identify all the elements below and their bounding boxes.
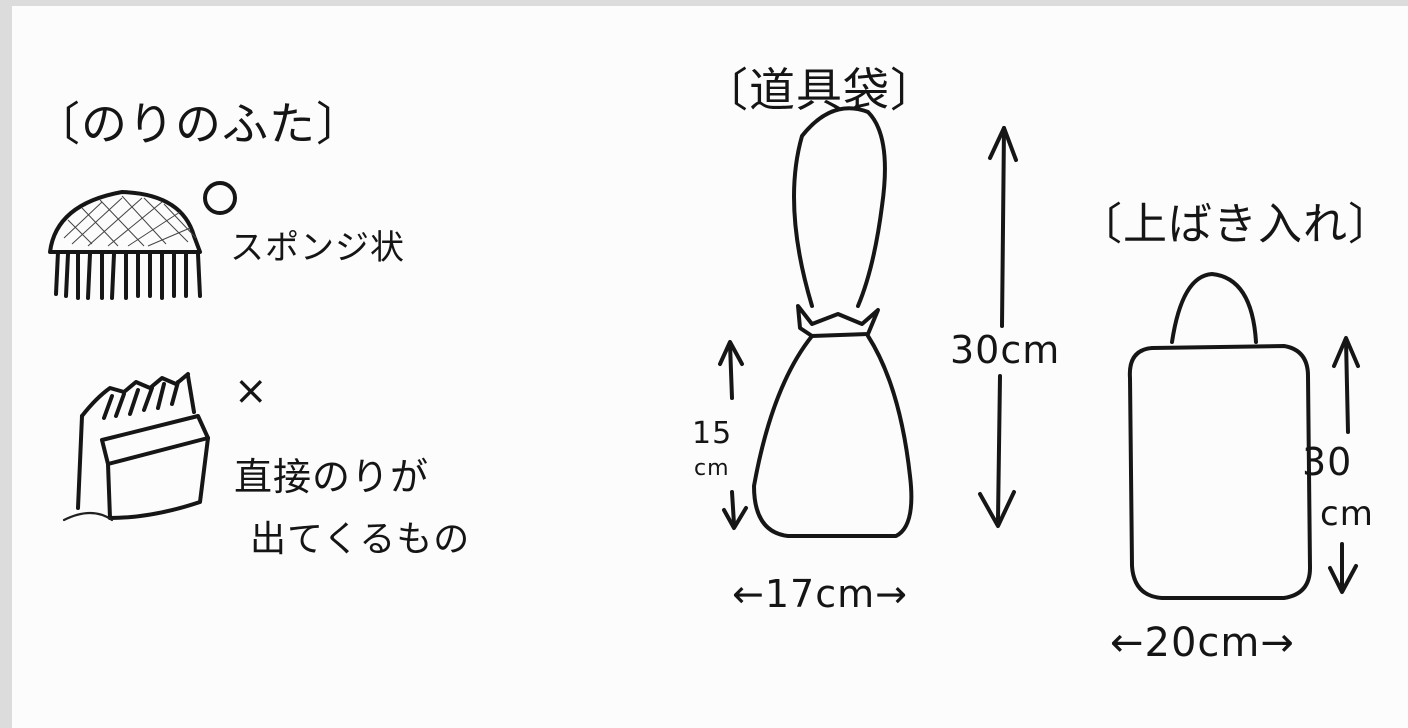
shoe-bag-heading: 〔上ばき入れ〕 — [1078, 199, 1393, 250]
good-mark: ○ — [202, 164, 204, 165]
good-label: スポンジ状 — [230, 228, 405, 268]
tool-bag-sketch — [752, 106, 914, 538]
bad-mark: × — [234, 368, 269, 414]
handwritten-sheet: 〔のりのふた〕 ○ スポンジ状 × 直接のりが 出てくるもの 〔道具袋〕 30c… — [12, 6, 1408, 728]
direct-glue-cap-sketch — [62, 372, 210, 522]
shoe-bag-sketch — [1127, 272, 1312, 600]
glue-cap-heading: 〔のりのふた〕 — [34, 97, 363, 151]
pouch-height-label-unit: cm — [694, 456, 730, 481]
good-circle-mark — [203, 181, 237, 215]
tool-bag-height-arrow — [978, 126, 1018, 528]
tool-bag-height-label: 30cm — [950, 328, 1061, 372]
bad-label-line2: 出てくるもの — [250, 519, 471, 560]
sponge-cap-sketch — [48, 190, 202, 300]
shoe-bag-height-number: 30 — [1302, 440, 1353, 484]
shoe-bag-width-label: ←20cm→ — [1110, 620, 1295, 666]
shoe-bag-height-unit: cm — [1320, 494, 1374, 534]
pouch-height-label-number: 15 — [692, 416, 733, 451]
shoe-bag-height-arrow — [1328, 336, 1360, 594]
pouch-height-arrow — [718, 340, 748, 530]
tool-bag-heading: 〔道具袋〕 — [702, 63, 937, 117]
tool-bag-width-label: ←17cm→ — [732, 572, 908, 616]
bad-label-line1: 直接のりが — [234, 455, 430, 499]
sketch-canvas — [48, 106, 1360, 600]
